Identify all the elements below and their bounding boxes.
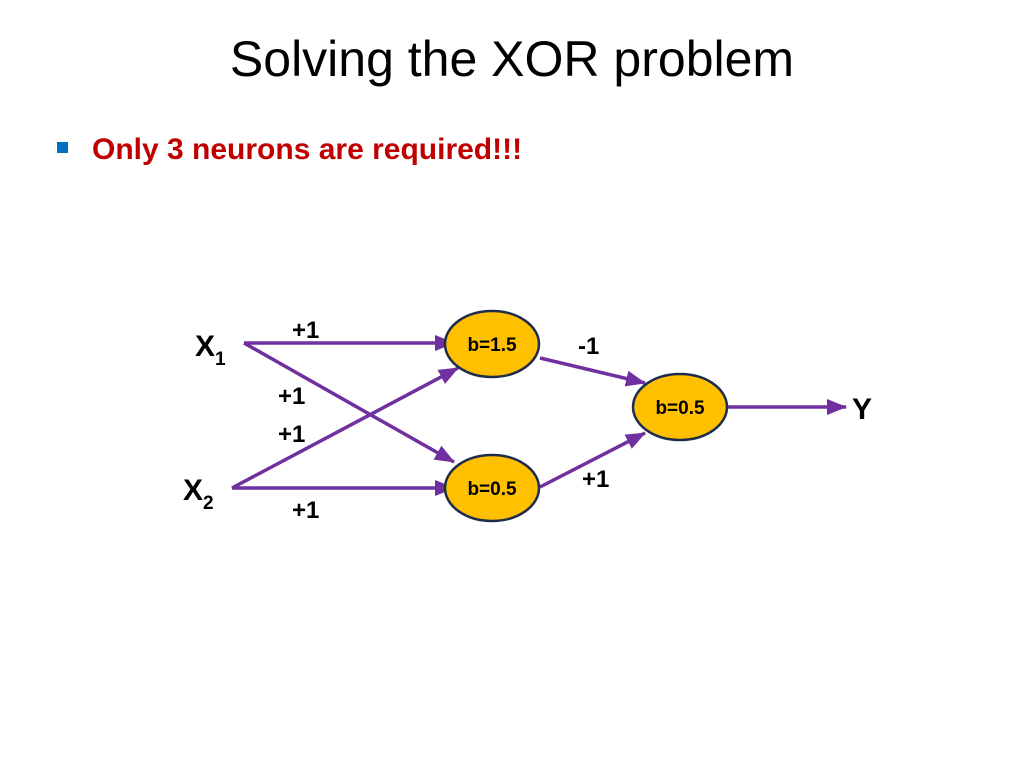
edge-hidden-top-to-output: [539, 356, 646, 387]
neuron-output-label: b=0.5: [655, 398, 705, 419]
input-x1-subscript: 1: [215, 349, 226, 370]
neuron-output: b=0.5: [631, 372, 729, 442]
bullet-text: Only 3 neurons are required!!!: [92, 133, 523, 166]
edge-x1-to-hidden-bottom: [243, 341, 455, 464]
input-x1-letter: X: [195, 330, 215, 363]
input-x1-label: X1: [195, 330, 226, 370]
input-x2-label: X2: [183, 474, 214, 514]
neuron-hidden-bottom-label: b=0.5: [467, 479, 517, 500]
weight-x1-to-top: +1: [292, 317, 319, 344]
bullet-marker: [57, 141, 68, 153]
bullet-point: Only 3 neurons are required!!!: [57, 133, 522, 167]
edge-hidden-bottom-to-output: [539, 431, 646, 489]
neuron-hidden-top: b=1.5: [443, 309, 541, 379]
weight-x2-to-bottom: +1: [292, 497, 319, 524]
weight-bottom-to-output: +1: [582, 466, 609, 493]
input-x2-letter: X: [183, 474, 203, 507]
neuron-hidden-top-label: b=1.5: [467, 335, 517, 356]
edge-x2-to-hidden-top: [231, 366, 459, 490]
output-y-label: Y: [852, 393, 872, 426]
weight-x2-to-top: +1: [278, 421, 305, 448]
input-x2-subscript: 2: [203, 493, 214, 514]
neuron-hidden-bottom: b=0.5: [443, 453, 541, 523]
slide-title: Solving the XOR problem: [229, 31, 795, 87]
weight-top-to-output: -1: [578, 333, 599, 360]
weight-x1-to-bottom: +1: [278, 383, 305, 410]
